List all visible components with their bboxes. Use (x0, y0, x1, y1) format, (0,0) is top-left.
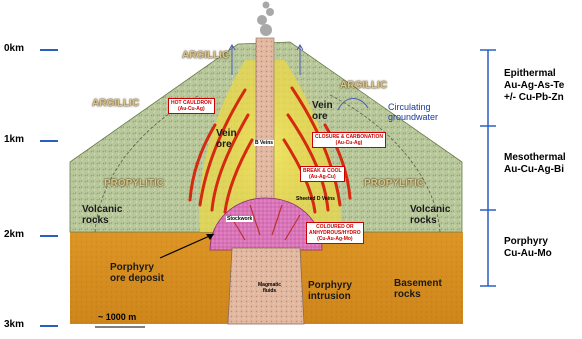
circulating-groundwater-label: Circulatinggroundwater (388, 102, 438, 122)
b-veins-label: B Veins (254, 140, 274, 146)
callout-hot-cauldron: HOT CAULDRON(Au-Cu-Ag) (168, 98, 215, 114)
basement-rocks-label: Basementrocks (394, 278, 442, 300)
depth-label-3km: 3km (4, 319, 24, 330)
callout-break-cool: BREAK & COOL(Au-Ag-Cu) (300, 166, 345, 182)
propylitic-left-label: PROPYLITIC (104, 178, 164, 189)
propylitic-right-label: PROPYLITIC (364, 178, 424, 189)
volcanic-rocks-left-label: Volcanicrocks (82, 204, 122, 226)
porphyry-intrusion-label: Porphyryintrusion (308, 280, 352, 302)
zone-epithermal: EpithermalAu-Ag-As-Te+/- Cu-Pb-Zn (504, 68, 564, 104)
sheeted-d-veins-label: Sheeted D Veins (296, 196, 335, 202)
volcanic-rocks-right-label: Volcanicrocks (410, 204, 450, 226)
depth-label-2km: 2km (4, 229, 24, 240)
argillic-right-label: ARGILLIC (340, 80, 387, 91)
zone-bracket (480, 50, 496, 286)
argillic-left-label: ARGILLIC (92, 98, 139, 109)
callout-closure-carbonation: CLOSURE & CARBONATION(Au-Cu-Ag) (312, 132, 386, 148)
vein-ore-left-label: Veinore (216, 128, 237, 150)
porphyry-ore-deposit-label: Porphyryore deposit (110, 262, 164, 284)
vein-ore-right-label: Veinore (312, 100, 333, 122)
callout-coloured-anhydrous: COLOURED ORANHYDROUS/HYDRO(Cu-Au-Ag-Mo) (306, 222, 364, 244)
magma-label: Magmaticfluids (258, 282, 281, 294)
zone-porphyry: PorphyryCu-Au-Mo (504, 236, 552, 260)
argillic-top-label: ARGILLIC (182, 50, 229, 61)
zone-mesothermal: MesothermalAu-Cu-Ag-Bi (504, 152, 566, 176)
depth-label-0km: 0km (4, 43, 24, 54)
scale-label: ~ 1000 m (98, 312, 136, 322)
steam-plume (257, 2, 274, 37)
depth-label-1km: 1km (4, 134, 24, 145)
stockwork-label: Stockwork (226, 216, 253, 222)
depth-ticks (40, 50, 58, 326)
